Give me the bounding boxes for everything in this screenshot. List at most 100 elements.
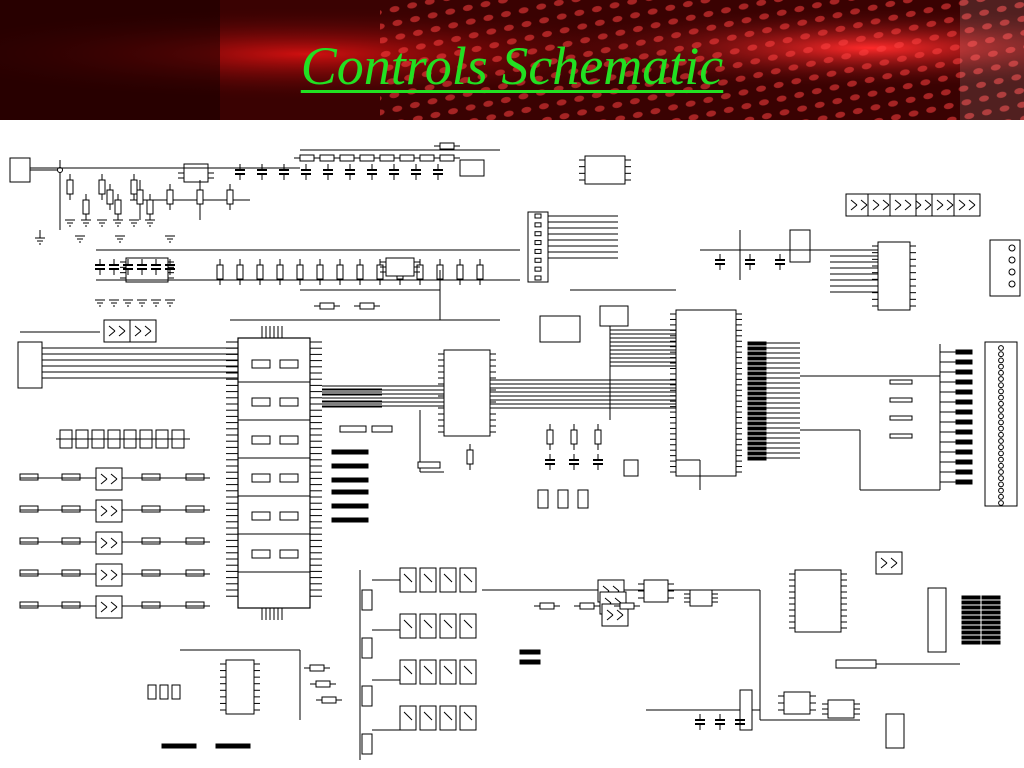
relay-coil [443, 711, 453, 721]
relay-coil [443, 619, 453, 629]
connector-pin [534, 248, 542, 254]
resistor [319, 302, 335, 310]
diode [118, 330, 126, 337]
relay [399, 659, 417, 685]
data-bus-pack [331, 489, 353, 495]
diode [100, 505, 108, 512]
timer-ic [225, 659, 255, 715]
diode [860, 204, 868, 211]
terminal-pin [998, 456, 1004, 463]
block-pad [251, 511, 271, 521]
resistor [546, 429, 554, 445]
diode [606, 614, 614, 621]
diode [108, 330, 116, 337]
resistor [439, 142, 455, 150]
io-driver [747, 391, 767, 396]
resistor [570, 429, 578, 445]
data-bus-pack [331, 503, 353, 509]
resistor [226, 189, 234, 205]
io-driver [747, 341, 767, 346]
capacitor [159, 684, 169, 700]
relay-coil [423, 573, 433, 583]
capacitor-electrolytic [537, 489, 549, 509]
io-driver [961, 625, 981, 630]
diode [110, 569, 118, 576]
block-pad [251, 473, 271, 483]
terminal-pin [998, 493, 1004, 500]
resistor [579, 602, 595, 610]
connector-pin [534, 257, 542, 263]
resistor [61, 473, 81, 481]
opamp-ic [643, 579, 669, 603]
terminal-pin [998, 425, 1004, 432]
diode [968, 204, 976, 211]
resistor [889, 415, 913, 421]
diode [100, 574, 108, 581]
diode [110, 542, 118, 549]
main-controller-block [237, 337, 311, 609]
diode [110, 601, 118, 608]
resistor-array [371, 425, 393, 433]
terminal-pin [998, 382, 1004, 389]
relay [399, 705, 417, 731]
diode [110, 537, 118, 544]
diode [946, 199, 954, 206]
io-driver [961, 640, 981, 645]
transistor-power [885, 713, 905, 749]
diode [100, 473, 108, 480]
data-bus-pack [331, 517, 353, 523]
diode [882, 204, 890, 211]
block-pad [279, 435, 299, 445]
io-driver [747, 401, 767, 406]
relay [459, 659, 477, 685]
relay-coil [403, 619, 413, 629]
diode [860, 199, 868, 206]
io-driver [747, 361, 767, 366]
resistor [19, 473, 39, 481]
diode [958, 199, 966, 206]
resistor [379, 154, 395, 162]
io-driver [747, 356, 767, 361]
capacitor [171, 684, 181, 700]
memory-ic [794, 569, 842, 633]
resistor [185, 601, 205, 609]
controls-schematic-diagram [0, 120, 1024, 768]
connector-pin [534, 222, 542, 228]
resistor [476, 264, 484, 280]
resistor [466, 449, 474, 465]
db-pin [1008, 244, 1016, 252]
terminal-pin [998, 357, 1004, 364]
terminal-pin [998, 345, 1004, 351]
io-driver [981, 620, 1001, 625]
io-driver [747, 431, 767, 436]
resistor [61, 505, 81, 513]
relay-coil [403, 573, 413, 583]
diode [894, 199, 902, 206]
diode [936, 199, 944, 206]
diode [924, 199, 932, 206]
diode-bridge [103, 319, 131, 343]
resistor [98, 179, 106, 195]
connector-pin [534, 231, 542, 237]
diode [850, 204, 858, 211]
db-pin [1008, 280, 1016, 288]
io-driver [955, 439, 973, 445]
relay [419, 567, 437, 593]
io-driver [961, 595, 981, 600]
io-driver [747, 346, 767, 351]
io-driver [961, 610, 981, 615]
data-bus-pack [351, 449, 369, 455]
diode [968, 199, 976, 206]
block-pad [251, 359, 271, 369]
io-driver [981, 600, 1001, 605]
resistor [339, 154, 355, 162]
resistor [456, 264, 464, 280]
diode [894, 204, 902, 211]
diode [904, 199, 912, 206]
relay-coil [423, 711, 433, 721]
diode-bridge [95, 499, 123, 523]
relay-coil [443, 665, 453, 675]
diode [946, 204, 954, 211]
diode [100, 537, 108, 544]
diode [936, 204, 944, 211]
